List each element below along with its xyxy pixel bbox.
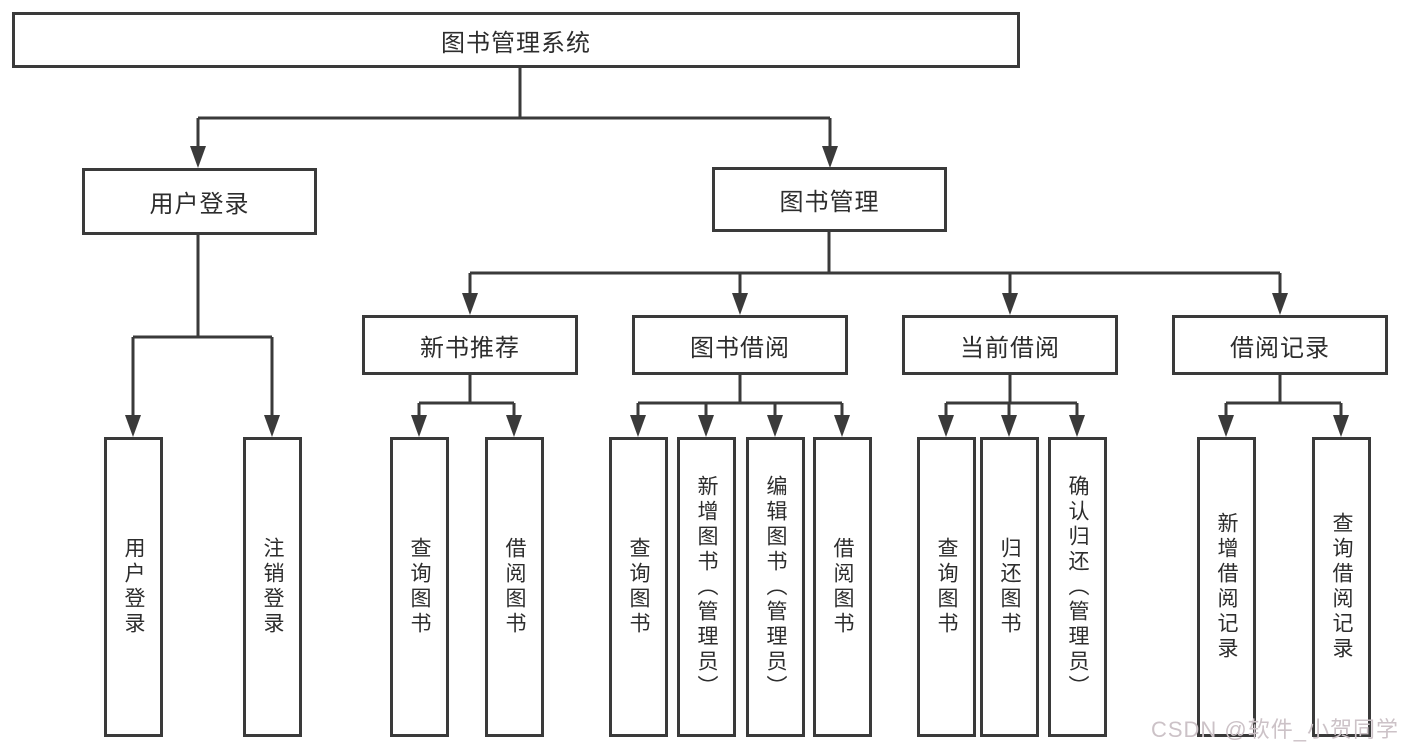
leaf-label: 编辑图书（管理员） — [764, 474, 787, 700]
leaf-edit-books-admin: 编辑图书（管理员） — [746, 437, 805, 737]
leaf-borrow-books-recommend: 借阅图书 — [485, 437, 544, 737]
leaf-label: 借阅图书 — [503, 537, 526, 637]
leaf-add-borrow-record: 新增借阅记录 — [1197, 437, 1256, 737]
leaf-query-borrow-record: 查询借阅记录 — [1312, 437, 1371, 737]
leaf-label: 注销登录 — [261, 537, 284, 637]
leaf-confirm-return-admin: 确认归还（管理员） — [1048, 437, 1107, 737]
node-current-borrow: 当前借阅 — [902, 315, 1118, 375]
leaf-return-books: 归还图书 — [980, 437, 1039, 737]
leaf-label: 查询图书 — [935, 537, 958, 637]
leaf-query-books-borrow: 查询图书 — [609, 437, 668, 737]
node-library-system: 图书管理系统 — [12, 12, 1020, 68]
leaf-logout: 注销登录 — [243, 437, 302, 737]
leaf-add-books-admin: 新增图书（管理员） — [677, 437, 736, 737]
node-book-management: 图书管理 — [712, 167, 947, 232]
leaf-label: 归还图书 — [998, 537, 1021, 637]
leaf-label: 用户登录 — [122, 537, 145, 637]
leaf-label: 新增图书（管理员） — [695, 474, 718, 700]
leaf-query-books-recommend: 查询图书 — [390, 437, 449, 737]
leaf-label: 查询图书 — [408, 537, 431, 637]
node-book-borrow: 图书借阅 — [632, 315, 848, 375]
leaf-query-books-current: 查询图书 — [917, 437, 976, 737]
leaf-user-login: 用户登录 — [104, 437, 163, 737]
leaf-label: 确认归还（管理员） — [1066, 474, 1089, 700]
leaf-label: 新增借阅记录 — [1215, 512, 1238, 662]
leaf-label: 查询图书 — [627, 537, 650, 637]
watermark: CSDN @软件_小贺同学 — [1150, 717, 1399, 742]
node-user-login: 用户登录 — [82, 168, 317, 235]
leaf-label: 查询借阅记录 — [1330, 512, 1353, 662]
node-borrow-record: 借阅记录 — [1172, 315, 1388, 375]
node-new-book-recommend: 新书推荐 — [362, 315, 578, 375]
leaf-label: 借阅图书 — [831, 537, 854, 637]
leaf-borrow-books: 借阅图书 — [813, 437, 872, 737]
